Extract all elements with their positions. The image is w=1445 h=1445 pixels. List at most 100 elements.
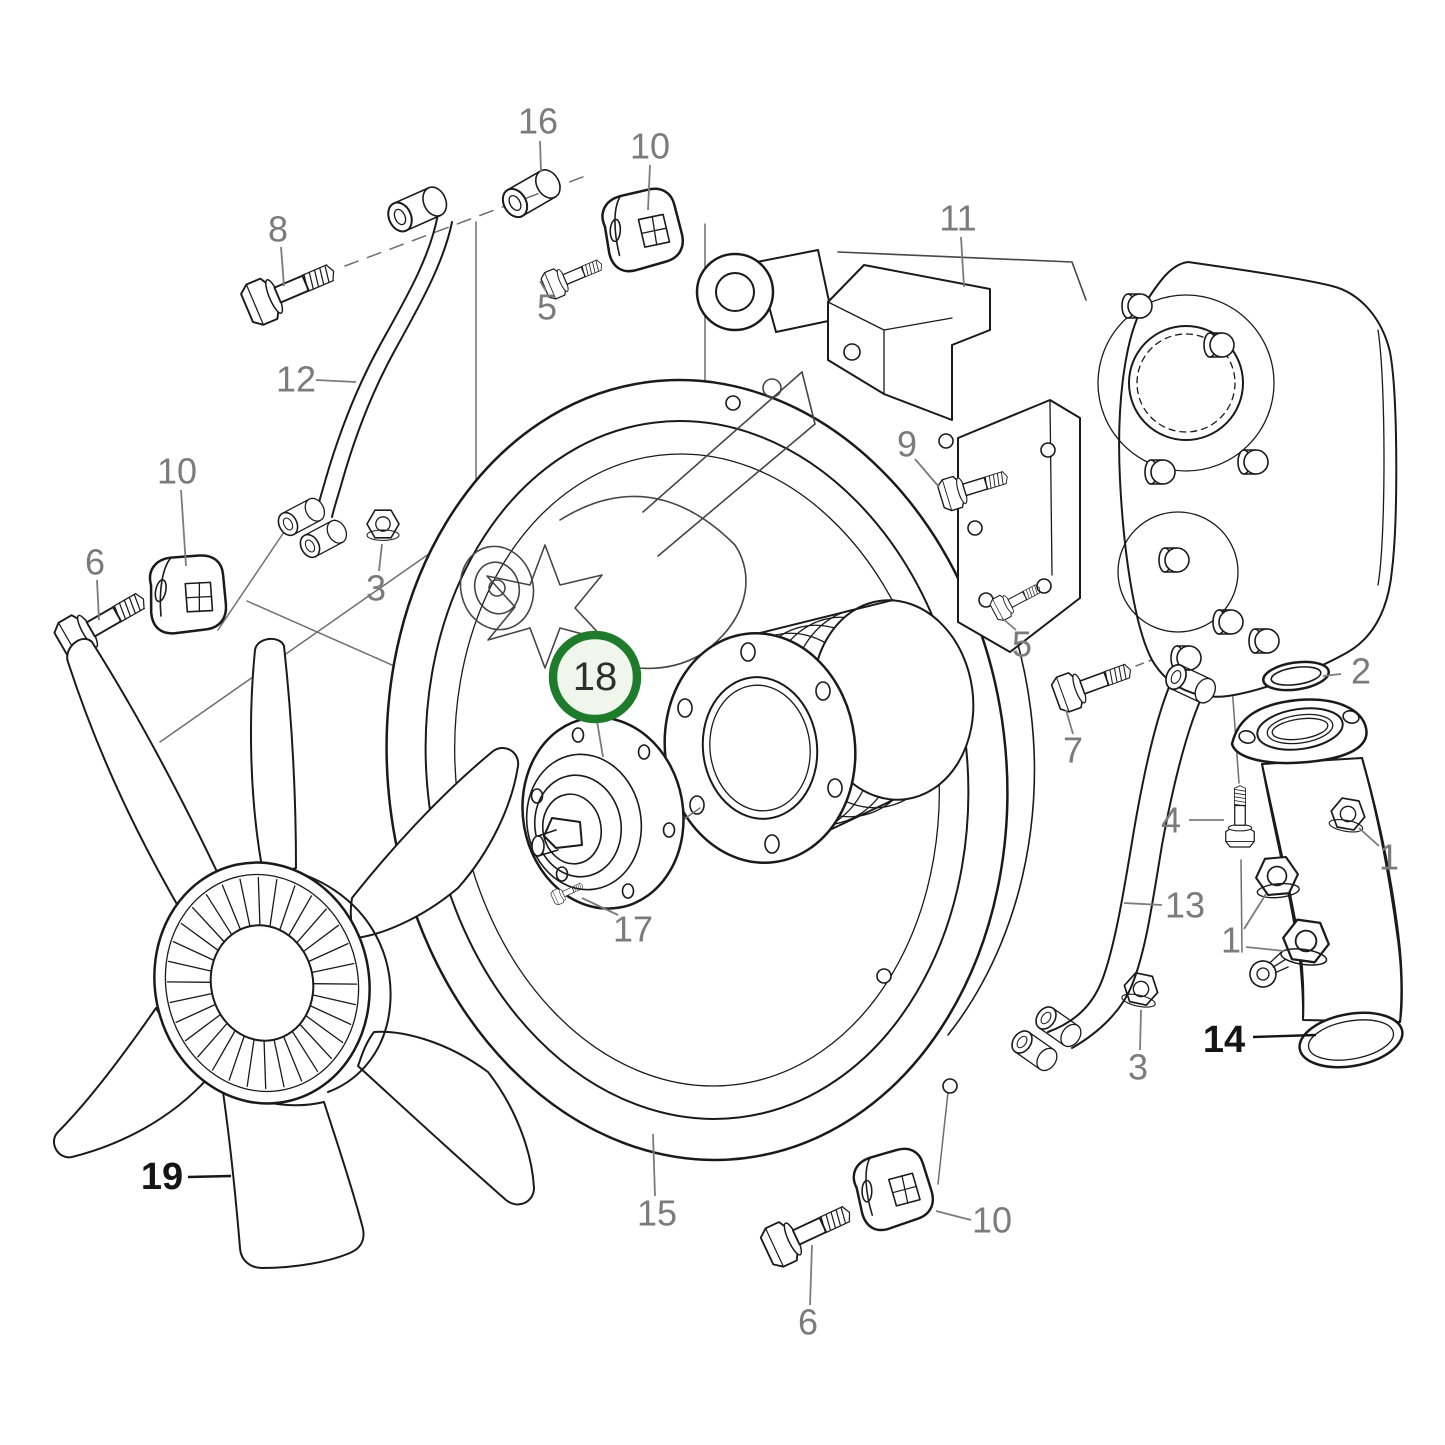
part-callout-11: 11 — [939, 198, 976, 239]
part-callout-19: 19 — [141, 1156, 183, 1198]
bolt-6-left — [50, 579, 156, 666]
fan-fin — [197, 1023, 228, 1058]
water-outlet-pipe — [1230, 698, 1404, 1069]
highlighted-part-callout-18: 18 — [573, 655, 618, 699]
fan-fin — [296, 908, 327, 943]
outlet-mouth — [1298, 1011, 1404, 1069]
lifting-eye — [695, 252, 775, 332]
fan-fin — [263, 1041, 267, 1090]
callout-leader — [647, 164, 651, 211]
bolt-6-bottom — [757, 1192, 860, 1272]
callout-leader — [539, 280, 547, 292]
part-callout-16: 16 — [518, 101, 558, 142]
fan-fin — [246, 1039, 255, 1087]
plug — [1249, 951, 1289, 988]
engine-block — [695, 249, 1087, 333]
fan-fin — [269, 879, 278, 927]
callout-leader — [96, 579, 100, 621]
crank-pulley — [663, 599, 975, 864]
nut-3 — [366, 509, 400, 542]
housing-bolt-hole — [876, 968, 892, 984]
fan-hub-bore — [209, 924, 315, 1042]
part-callout-1: 1 — [1379, 837, 1399, 878]
part-callout-8: 8 — [268, 209, 288, 250]
part-callout-14: 14 — [1203, 1019, 1245, 1061]
callout-leader — [378, 543, 383, 572]
water-pump — [521, 716, 685, 910]
fan-fin — [180, 922, 219, 951]
part-callout-5: 5 — [1012, 624, 1032, 665]
fan-fin — [308, 942, 349, 962]
timing-cover — [1097, 261, 1398, 698]
callout-leader — [652, 1133, 656, 1197]
callout-leader — [1252, 1033, 1317, 1039]
fan-fin — [239, 878, 251, 926]
callout-leader — [280, 246, 285, 287]
callout-leader — [1358, 827, 1380, 847]
housing-bolt-hole — [938, 433, 954, 449]
housing-bolt-hole — [942, 1078, 958, 1094]
fan-fin — [172, 940, 214, 961]
callout-leader — [315, 379, 357, 383]
fan-hub-fins — [166, 876, 358, 1090]
part-callout-3: 3 — [1128, 1047, 1148, 1088]
housing-flange-lip — [947, 597, 1036, 1036]
cooling-fan — [53, 637, 535, 1269]
clamp-10-bottom — [849, 1144, 938, 1235]
fan-blade — [221, 1084, 365, 1269]
fan-fin — [312, 962, 355, 973]
nut-3 — [1119, 970, 1162, 1011]
fan-fin — [211, 1030, 236, 1071]
fan-fin — [167, 960, 211, 972]
highlight-ring — [548, 630, 642, 724]
callout-leader — [1123, 902, 1163, 906]
callout-leader — [539, 140, 542, 173]
fan-fin — [310, 1005, 352, 1026]
fan-fin — [303, 924, 340, 952]
fan-fin — [169, 993, 212, 1004]
fan-fin — [205, 894, 232, 935]
housing-bolt-hole — [725, 395, 741, 411]
part-callout-12: 12 — [276, 359, 316, 400]
part-callout-1: 1 — [1221, 920, 1241, 961]
fan-fin — [175, 1004, 216, 1024]
bolt-4 — [1225, 784, 1255, 848]
callout-leader — [187, 1174, 232, 1179]
clamp-10-left — [144, 550, 231, 639]
part-callout-15: 15 — [637, 1193, 677, 1234]
callout-leader — [1322, 673, 1342, 677]
bolt-8 — [237, 250, 344, 330]
fan-fin — [299, 1024, 333, 1060]
part-callout-10: 10 — [630, 126, 670, 167]
part-callout-17: 17 — [613, 909, 653, 950]
callout-leader — [1065, 709, 1074, 735]
part-callout-10: 10 — [157, 451, 197, 492]
callout-leader — [809, 1244, 813, 1306]
coolant-pipe-13 — [1007, 660, 1220, 1076]
part-callout-4: 4 — [1161, 800, 1181, 841]
fan-fin — [279, 885, 296, 930]
callout-leader — [914, 458, 940, 488]
callout-leader — [1001, 617, 1017, 631]
fan-fin — [288, 895, 313, 936]
part-callout-3: 3 — [366, 568, 386, 609]
fan-fin — [273, 1040, 285, 1088]
callout-leader — [180, 489, 187, 567]
fan-fin — [305, 1015, 344, 1044]
callout-leader — [1245, 946, 1285, 952]
callout-leader — [581, 897, 619, 916]
fan-fin — [292, 1031, 319, 1072]
clamp-10-top — [599, 185, 687, 275]
part-callout-9: 9 — [897, 424, 917, 465]
callout-leader — [960, 236, 965, 288]
fan-blade — [66, 637, 221, 907]
part-callout-13: 13 — [1165, 885, 1205, 926]
fan-fin — [313, 994, 357, 1006]
part-callout-10: 10 — [972, 1200, 1012, 1241]
callout-leader — [596, 720, 604, 758]
fan-fin — [228, 1036, 245, 1081]
fan-fin — [257, 876, 261, 925]
callout-leader — [1139, 1009, 1142, 1051]
